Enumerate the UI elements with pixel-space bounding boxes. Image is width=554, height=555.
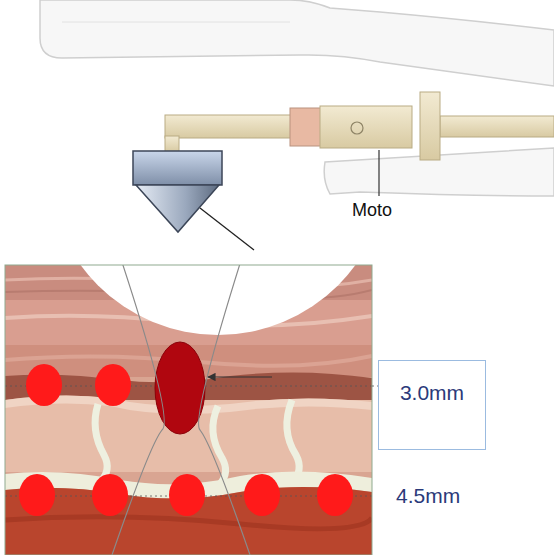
handpiece-shell xyxy=(40,0,554,86)
motor-body xyxy=(320,106,412,148)
collar xyxy=(290,108,322,146)
drive-rod xyxy=(440,116,554,137)
part-label: Moto xyxy=(352,200,392,221)
pointer-arrow xyxy=(208,376,272,377)
flange xyxy=(420,92,440,160)
depth-label: 4.5mm xyxy=(396,484,460,508)
leader-line xyxy=(378,150,379,196)
leader-line xyxy=(200,208,254,250)
shell-line xyxy=(62,22,290,23)
tissue-section xyxy=(5,265,372,555)
motor-pin xyxy=(351,122,363,134)
drive-rod xyxy=(165,115,293,138)
panel-border xyxy=(5,265,372,555)
drive-stem xyxy=(165,136,179,152)
dimension-label: 3.0mm xyxy=(379,381,485,405)
transducer-cone xyxy=(136,185,219,232)
dimension-box: 3.0mm xyxy=(378,360,486,450)
transducer-head xyxy=(133,151,222,185)
